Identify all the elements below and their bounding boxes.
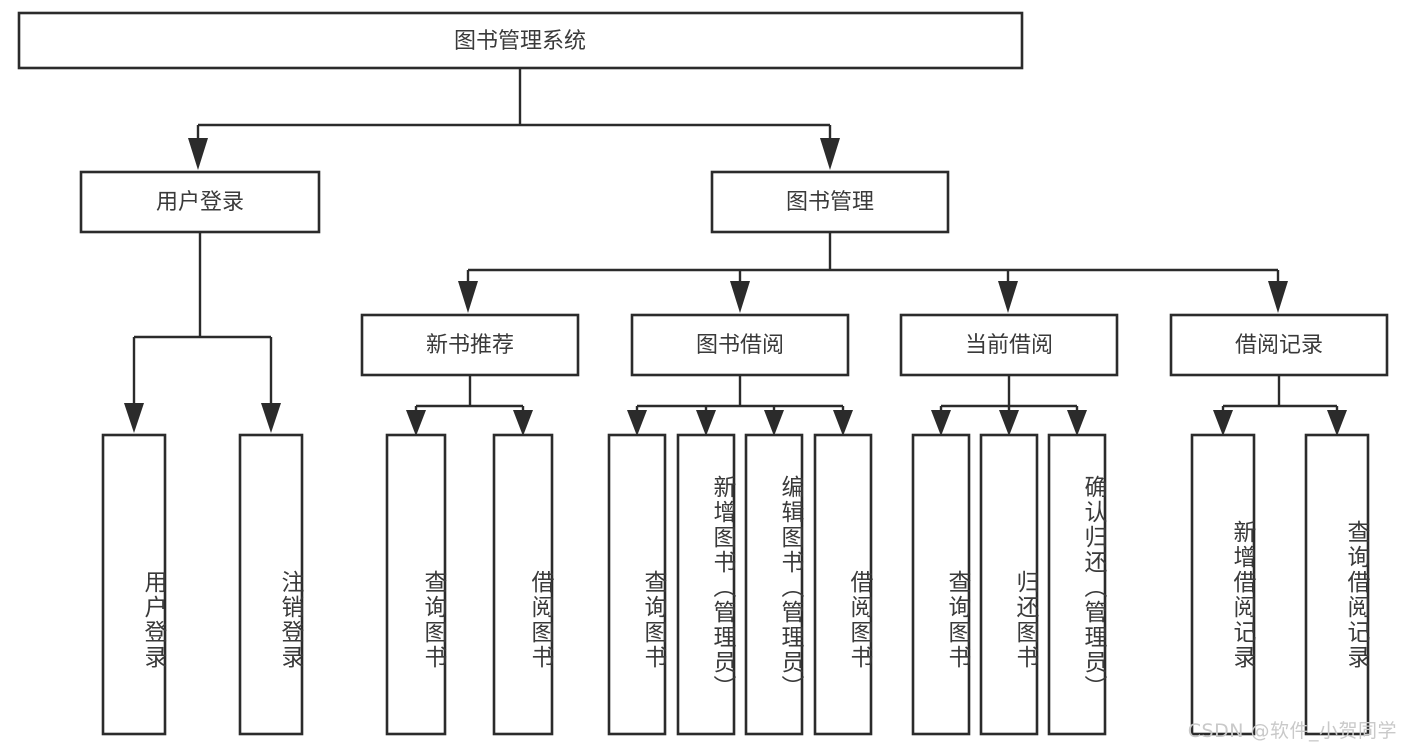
node-book-borrow-label: 图书借阅 [696, 333, 784, 358]
arrow-to-new-book-rec [458, 281, 478, 313]
leaf-box-user-login[interactable] [101, 433, 167, 736]
leaf-box-query-book-2[interactable] [607, 433, 667, 736]
node-new-book-rec-box [360, 313, 580, 377]
csdn-watermark: CSDN @软件_小贺同学 [1187, 720, 1397, 742]
arrow-to-leaf-query-book-3 [931, 410, 951, 436]
arrow-to-borrow-record [1268, 281, 1288, 313]
node-borrow-record[interactable]: 借阅记录 [1169, 313, 1389, 377]
node-book-manage-box [710, 170, 950, 234]
node-current-borrow-label: 当前借阅 [965, 333, 1053, 358]
node-root-box [17, 11, 1024, 70]
leaf-box-query-record[interactable] [1304, 433, 1370, 736]
leaf-box-return-book[interactable] [979, 433, 1039, 736]
arrow-to-current-borrow [998, 281, 1018, 313]
arrow-to-leaf-query-book-2 [627, 410, 647, 436]
node-current-borrow-box [899, 313, 1119, 377]
node-borrow-record-box [1169, 313, 1389, 377]
leaf-box-confirm-return[interactable] [1047, 433, 1107, 736]
leaf-box-query-book-3[interactable] [911, 433, 971, 736]
node-book-borrow[interactable]: 图书借阅 [630, 313, 850, 377]
leaf-box-query-book-1[interactable] [385, 433, 447, 736]
arrow-to-leaf-user-login [124, 403, 144, 433]
node-root-label: 图书管理系统 [454, 29, 586, 54]
arrow-to-leaf-query-book-1 [406, 410, 426, 436]
node-book-manage[interactable]: 图书管理 [710, 170, 950, 234]
arrow-to-leaf-add-book [696, 410, 716, 436]
node-current-borrow[interactable]: 当前借阅 [899, 313, 1119, 377]
arrow-to-leaf-edit-book [764, 410, 784, 436]
leaf-box-borrow-book-1[interactable] [492, 433, 554, 736]
leaf-box-add-book[interactable] [676, 433, 736, 736]
arrow-to-leaf-borrow-book-1 [513, 410, 533, 436]
node-new-book-rec-label: 新书推荐 [426, 333, 514, 358]
leaf-box-add-record[interactable] [1190, 433, 1256, 736]
arrow-to-leaf-borrow-book-2 [833, 410, 853, 436]
arrow-to-leaf-query-record [1327, 410, 1347, 436]
arrow-to-book-borrow [730, 281, 750, 313]
arrow-to-user-login [188, 138, 208, 170]
arrow-to-leaf-logout [261, 403, 281, 433]
node-user-login-label: 用户登录 [156, 190, 244, 215]
arrow-to-leaf-add-record [1213, 410, 1233, 436]
node-root[interactable]: 图书管理系统 [17, 11, 1024, 70]
leaf-box-borrow-book-2[interactable] [813, 433, 873, 736]
node-book-manage-label: 图书管理 [786, 190, 874, 215]
leaf-box-logout[interactable] [238, 433, 304, 736]
leaf-box-edit-book[interactable] [744, 433, 804, 736]
arrow-to-leaf-confirm-return [1067, 410, 1087, 436]
node-user-login[interactable]: 用户登录 [79, 170, 321, 234]
node-borrow-record-label: 借阅记录 [1235, 333, 1323, 358]
node-book-borrow-box [630, 313, 850, 377]
node-new-book-rec[interactable]: 新书推荐 [360, 313, 580, 377]
arrow-to-leaf-return-book [999, 410, 1019, 436]
arrow-to-book-manage [820, 138, 840, 170]
